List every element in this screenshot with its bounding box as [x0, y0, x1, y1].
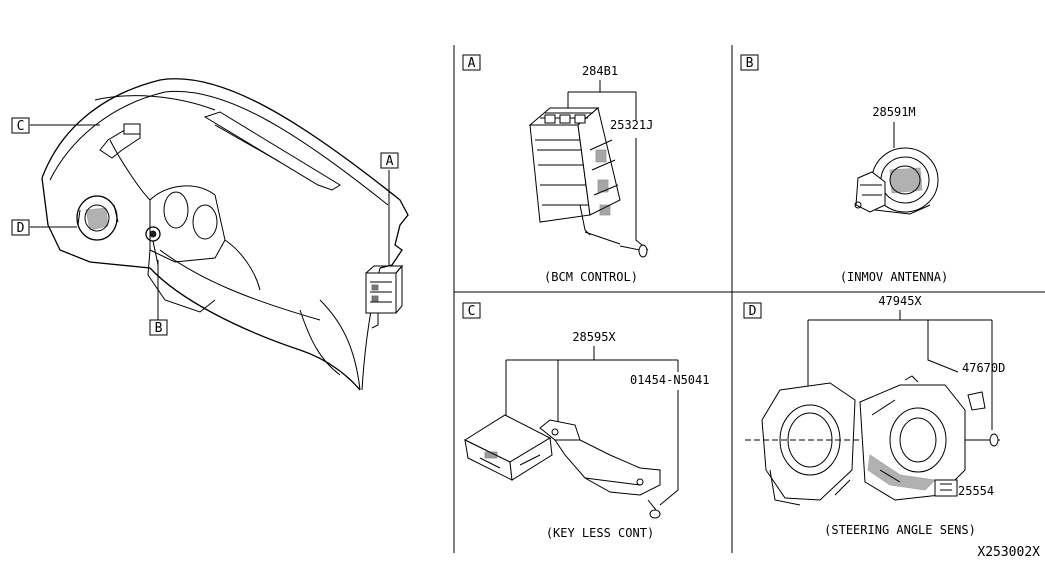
panel-dividers [453, 45, 1045, 553]
part-number-284b1[interactable]: 284B1 [582, 64, 618, 78]
panel-b: B 28591M (INMOV ANTENNA) [740, 54, 948, 284]
svg-text:A: A [468, 56, 476, 71]
dashboard-overview-illustration [41, 78, 409, 391]
bcm-module-illustration [528, 107, 648, 258]
part-number-47945x[interactable]: 47945X [878, 294, 922, 308]
callout-box-b[interactable]: B [149, 319, 168, 336]
immobilizer-antenna-illustration [854, 147, 939, 215]
panel-d-letter-box[interactable]: D [743, 302, 762, 319]
panel-a-letter-box[interactable]: A [462, 54, 481, 71]
panel-b-caption: (INMOV ANTENNA) [840, 270, 948, 284]
callout-box-a[interactable]: A [380, 152, 399, 169]
svg-text:D: D [749, 304, 757, 319]
panel-d: D 47945X 47670D 25554 [743, 294, 1005, 537]
part-number-25554[interactable]: 25554 [958, 484, 994, 498]
svg-text:C: C [468, 304, 476, 319]
panel-a-caption: (BCM CONTROL) [544, 270, 638, 284]
part-number-01454-n5041[interactable]: 01454-N5041 [630, 373, 709, 387]
panel-d-caption: (STEERING ANGLE SENS) [824, 523, 976, 537]
callout-box-d[interactable]: D [11, 219, 30, 236]
keyless-control-illustration [463, 414, 661, 519]
panel-c: C 28595X 01454-N5041 (KEY LESS CONT) [462, 302, 709, 540]
callout-letter-a: A [386, 154, 394, 169]
callout-letter-c: C [17, 119, 25, 134]
callout-box-c[interactable]: C [11, 117, 30, 134]
steering-angle-sensor-illustration [745, 375, 1000, 506]
diagram-code: X253002X [977, 545, 1040, 560]
overview-leaders [30, 124, 390, 320]
panel-b-letter-box[interactable]: B [740, 54, 759, 71]
callout-letter-d: D [17, 221, 25, 236]
part-number-47670d[interactable]: 47670D [962, 361, 1005, 375]
panel-c-letter-box[interactable]: C [462, 302, 481, 319]
callout-letter-b: B [155, 321, 163, 336]
panel-a: A 284B1 25321J (BCM CONTROL) [462, 54, 653, 284]
svg-text:B: B [746, 56, 754, 71]
part-number-28591m[interactable]: 28591M [872, 105, 915, 119]
part-number-25321j[interactable]: 25321J [610, 118, 653, 132]
part-number-28595x[interactable]: 28595X [572, 330, 616, 344]
panel-c-caption: (KEY LESS CONT) [546, 526, 654, 540]
